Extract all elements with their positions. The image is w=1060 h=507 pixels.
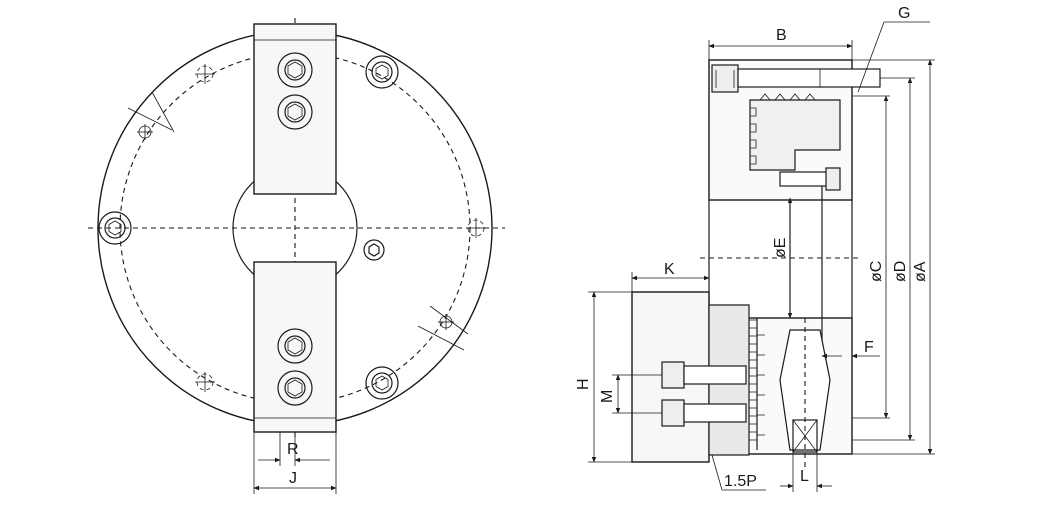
label-p: 1.5P bbox=[724, 473, 757, 490]
dim-g-leader bbox=[857, 21, 885, 93]
label-e: øE bbox=[772, 238, 789, 258]
label-j: J bbox=[289, 470, 297, 487]
jaw-bolt-1 bbox=[277, 52, 313, 88]
label-g: G bbox=[898, 5, 910, 22]
jaw-bolt-3 bbox=[277, 328, 313, 364]
label-k: K bbox=[664, 261, 675, 278]
label-l: L bbox=[800, 468, 809, 485]
mounting-bolt-left bbox=[98, 211, 132, 245]
tapped-hole-5 bbox=[195, 372, 215, 392]
lower-jaw bbox=[253, 261, 337, 433]
radial-line-4 bbox=[429, 305, 469, 335]
radial-line-2 bbox=[151, 91, 175, 133]
side-view: B G øA øD øC øE F K bbox=[575, 5, 935, 492]
side-bolt-2-head bbox=[661, 399, 685, 427]
mounting-bolt-top-right bbox=[365, 55, 399, 89]
side-bolt-2-shank bbox=[683, 403, 747, 423]
label-f: F bbox=[864, 339, 874, 356]
radial-line-1 bbox=[127, 107, 173, 131]
label-h: H bbox=[575, 378, 592, 390]
dim-p-leader bbox=[711, 454, 723, 491]
label-b: B bbox=[776, 27, 787, 44]
side-bolt-1-head bbox=[661, 361, 685, 389]
upper-jaw bbox=[253, 23, 337, 195]
side-bolt-1-shank bbox=[683, 365, 747, 385]
upper-internal-jaw bbox=[749, 99, 841, 171]
tapped-hole-2 bbox=[137, 124, 153, 140]
mounting-bolt-bottom-right bbox=[365, 366, 399, 400]
label-m: M bbox=[599, 390, 616, 403]
tapped-hole-1 bbox=[195, 64, 215, 84]
label-d: øD bbox=[892, 261, 909, 282]
set-screw-upper bbox=[779, 171, 833, 187]
jaw-bolt-4 bbox=[277, 370, 313, 406]
tapped-hole-3 bbox=[466, 218, 486, 238]
adjust-screw bbox=[363, 239, 385, 261]
top-bolt-shank bbox=[737, 68, 881, 88]
label-c: øC bbox=[868, 261, 885, 282]
radial-line-3 bbox=[417, 325, 465, 351]
label-r: R bbox=[287, 441, 299, 458]
front-view: R J bbox=[88, 18, 505, 494]
jaw-bolt-2 bbox=[277, 94, 313, 130]
label-a: øA bbox=[912, 261, 929, 282]
